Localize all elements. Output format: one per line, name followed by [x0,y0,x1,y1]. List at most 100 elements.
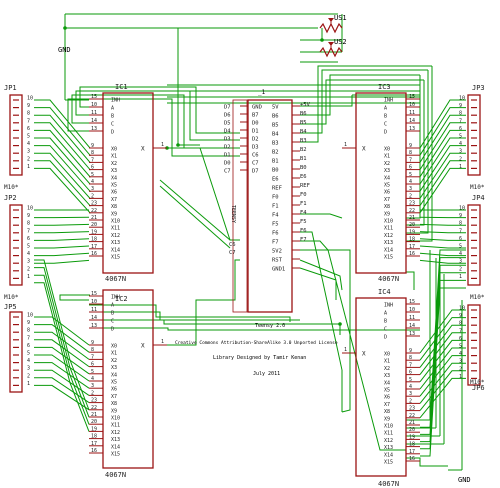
teensy-pin-label: F0 [272,195,279,201]
junction-dot [176,143,180,147]
ic-pin-label: INH [111,98,120,104]
teensy-pin-label: B5 [272,123,279,129]
wire [167,259,240,346]
potentiometer-us2 [319,42,343,58]
ic-pin-label: X15 [384,460,393,466]
ic-pin-number: 21 [409,215,415,221]
ic-pin-number: 19 [409,434,415,440]
wire [34,259,90,411]
ic-pin-label: X15 [111,452,120,458]
header-pin-number: 5 [27,134,30,140]
teensy-inner-label: D6 [224,113,231,119]
ic-pin-label: X [141,146,145,153]
header-pin-number: 2 [459,366,462,372]
junction-dot [320,38,324,42]
wire [300,231,343,412]
ic-pin-label: X14 [111,247,120,253]
teensy-inner-label: C7 [224,169,231,175]
teensy-board: 5VB6B5B4B3B2B1B0E6REFF0F1F4F5F6F75V2RSTG… [224,99,311,313]
ic-pin-number: 21 [91,412,97,418]
wire [300,69,428,134]
ic-pin-number: 22 [91,208,97,214]
teensy-pin-label: 5V2 [272,249,282,255]
ic-pin-number: 11 [409,110,415,116]
wire [34,369,90,396]
ic-pin-label: X5 [384,388,390,394]
ic-pin-label: X14 [384,452,393,458]
ic-pin-label: X0 [384,147,390,153]
ic-pin-number: 6 [409,165,412,171]
ic-pin-label: A [111,303,114,309]
ic-pin-number: 10 [91,102,97,108]
header-value-label: M10* [4,294,19,301]
header-pin-number: 7 [27,118,30,124]
ic-pin-label: INH [111,295,120,301]
wire [34,384,90,411]
header-pin-number: 7 [27,335,30,341]
ic-pin-label: X4 [111,372,117,378]
ic-pin-label: X5 [111,380,117,386]
ic-pin-number: 8 [409,355,412,361]
ic-pin-label: B [384,319,387,325]
ic-pin-number: 9 [409,348,412,354]
ic-pin-number: 1 [161,142,164,148]
teensy-pin-label: REF [272,186,282,192]
ic-name-label: IC3 [378,83,391,91]
ic-pin-number: 2 [91,193,94,199]
ic-pin-label: X9 [111,211,117,217]
wire [419,370,466,411]
teensy-inner-label: D5 [224,121,231,127]
header-pin-number: 6 [459,126,462,132]
ic-pin-number: 15 [91,94,97,100]
ic-pin-label: X7 [111,197,117,203]
ic-pin-number: 19 [409,229,415,235]
ic-pin-label: C [111,122,114,128]
wire [34,231,90,234]
ic-pin-label: X14 [111,444,120,450]
parts-layer: IC14067NINH15A10B11C14D13X09X18X27X36X45… [4,18,485,488]
ic-pin-number: 16 [409,251,415,257]
header-name-label: JP4 [472,194,485,202]
ic-pin-label: X5 [111,183,117,189]
ic-body [102,289,154,469]
ic-pin-label: X12 [384,438,393,444]
wire [34,267,90,418]
wire [34,339,90,368]
teensy-ext-label: +5V [300,102,311,108]
ic-pin-number: 4 [409,179,412,185]
ic-pin-label: X6 [111,387,117,393]
ic-pin-label: X7 [384,402,390,408]
header-pin-number: 7 [459,328,462,334]
ic-pin-number: 6 [409,370,412,376]
ic-name-label: IC4 [378,288,391,296]
wire [34,377,90,404]
ic-pin-number: 4 [91,179,94,185]
ic-pin-number: 3 [409,186,412,192]
header-pin-number: 3 [27,366,30,372]
header-pin-number: 3 [27,259,30,265]
ic-pin-number: 7 [409,362,412,368]
ic-pin-label: X8 [111,204,117,210]
teensy-ext-label: B6 [300,111,307,117]
ic-pin-number: 13 [409,126,415,132]
ic-pin-label: X4 [384,175,390,181]
teensy-inner-label: D3 [224,137,231,143]
header-pin-number: 7 [459,228,462,234]
date-label: July 2011 [253,371,280,377]
header-pin-number: 10 [27,96,33,102]
ic-pin-label: B [384,114,387,120]
ic-pin-label: X0 [111,147,117,153]
teensy-pin-label: D7 [252,169,259,175]
ic-pin-label: X15 [384,255,393,261]
wire [34,331,90,360]
header-body [9,311,23,393]
ic-pin-label: X [362,146,366,153]
header-name-label: JP3 [472,84,485,92]
header-pin-number: 1 [459,374,462,380]
wire [419,129,466,178]
header-pin-number: 5 [459,344,462,350]
wire [420,287,466,457]
wire [34,324,90,353]
